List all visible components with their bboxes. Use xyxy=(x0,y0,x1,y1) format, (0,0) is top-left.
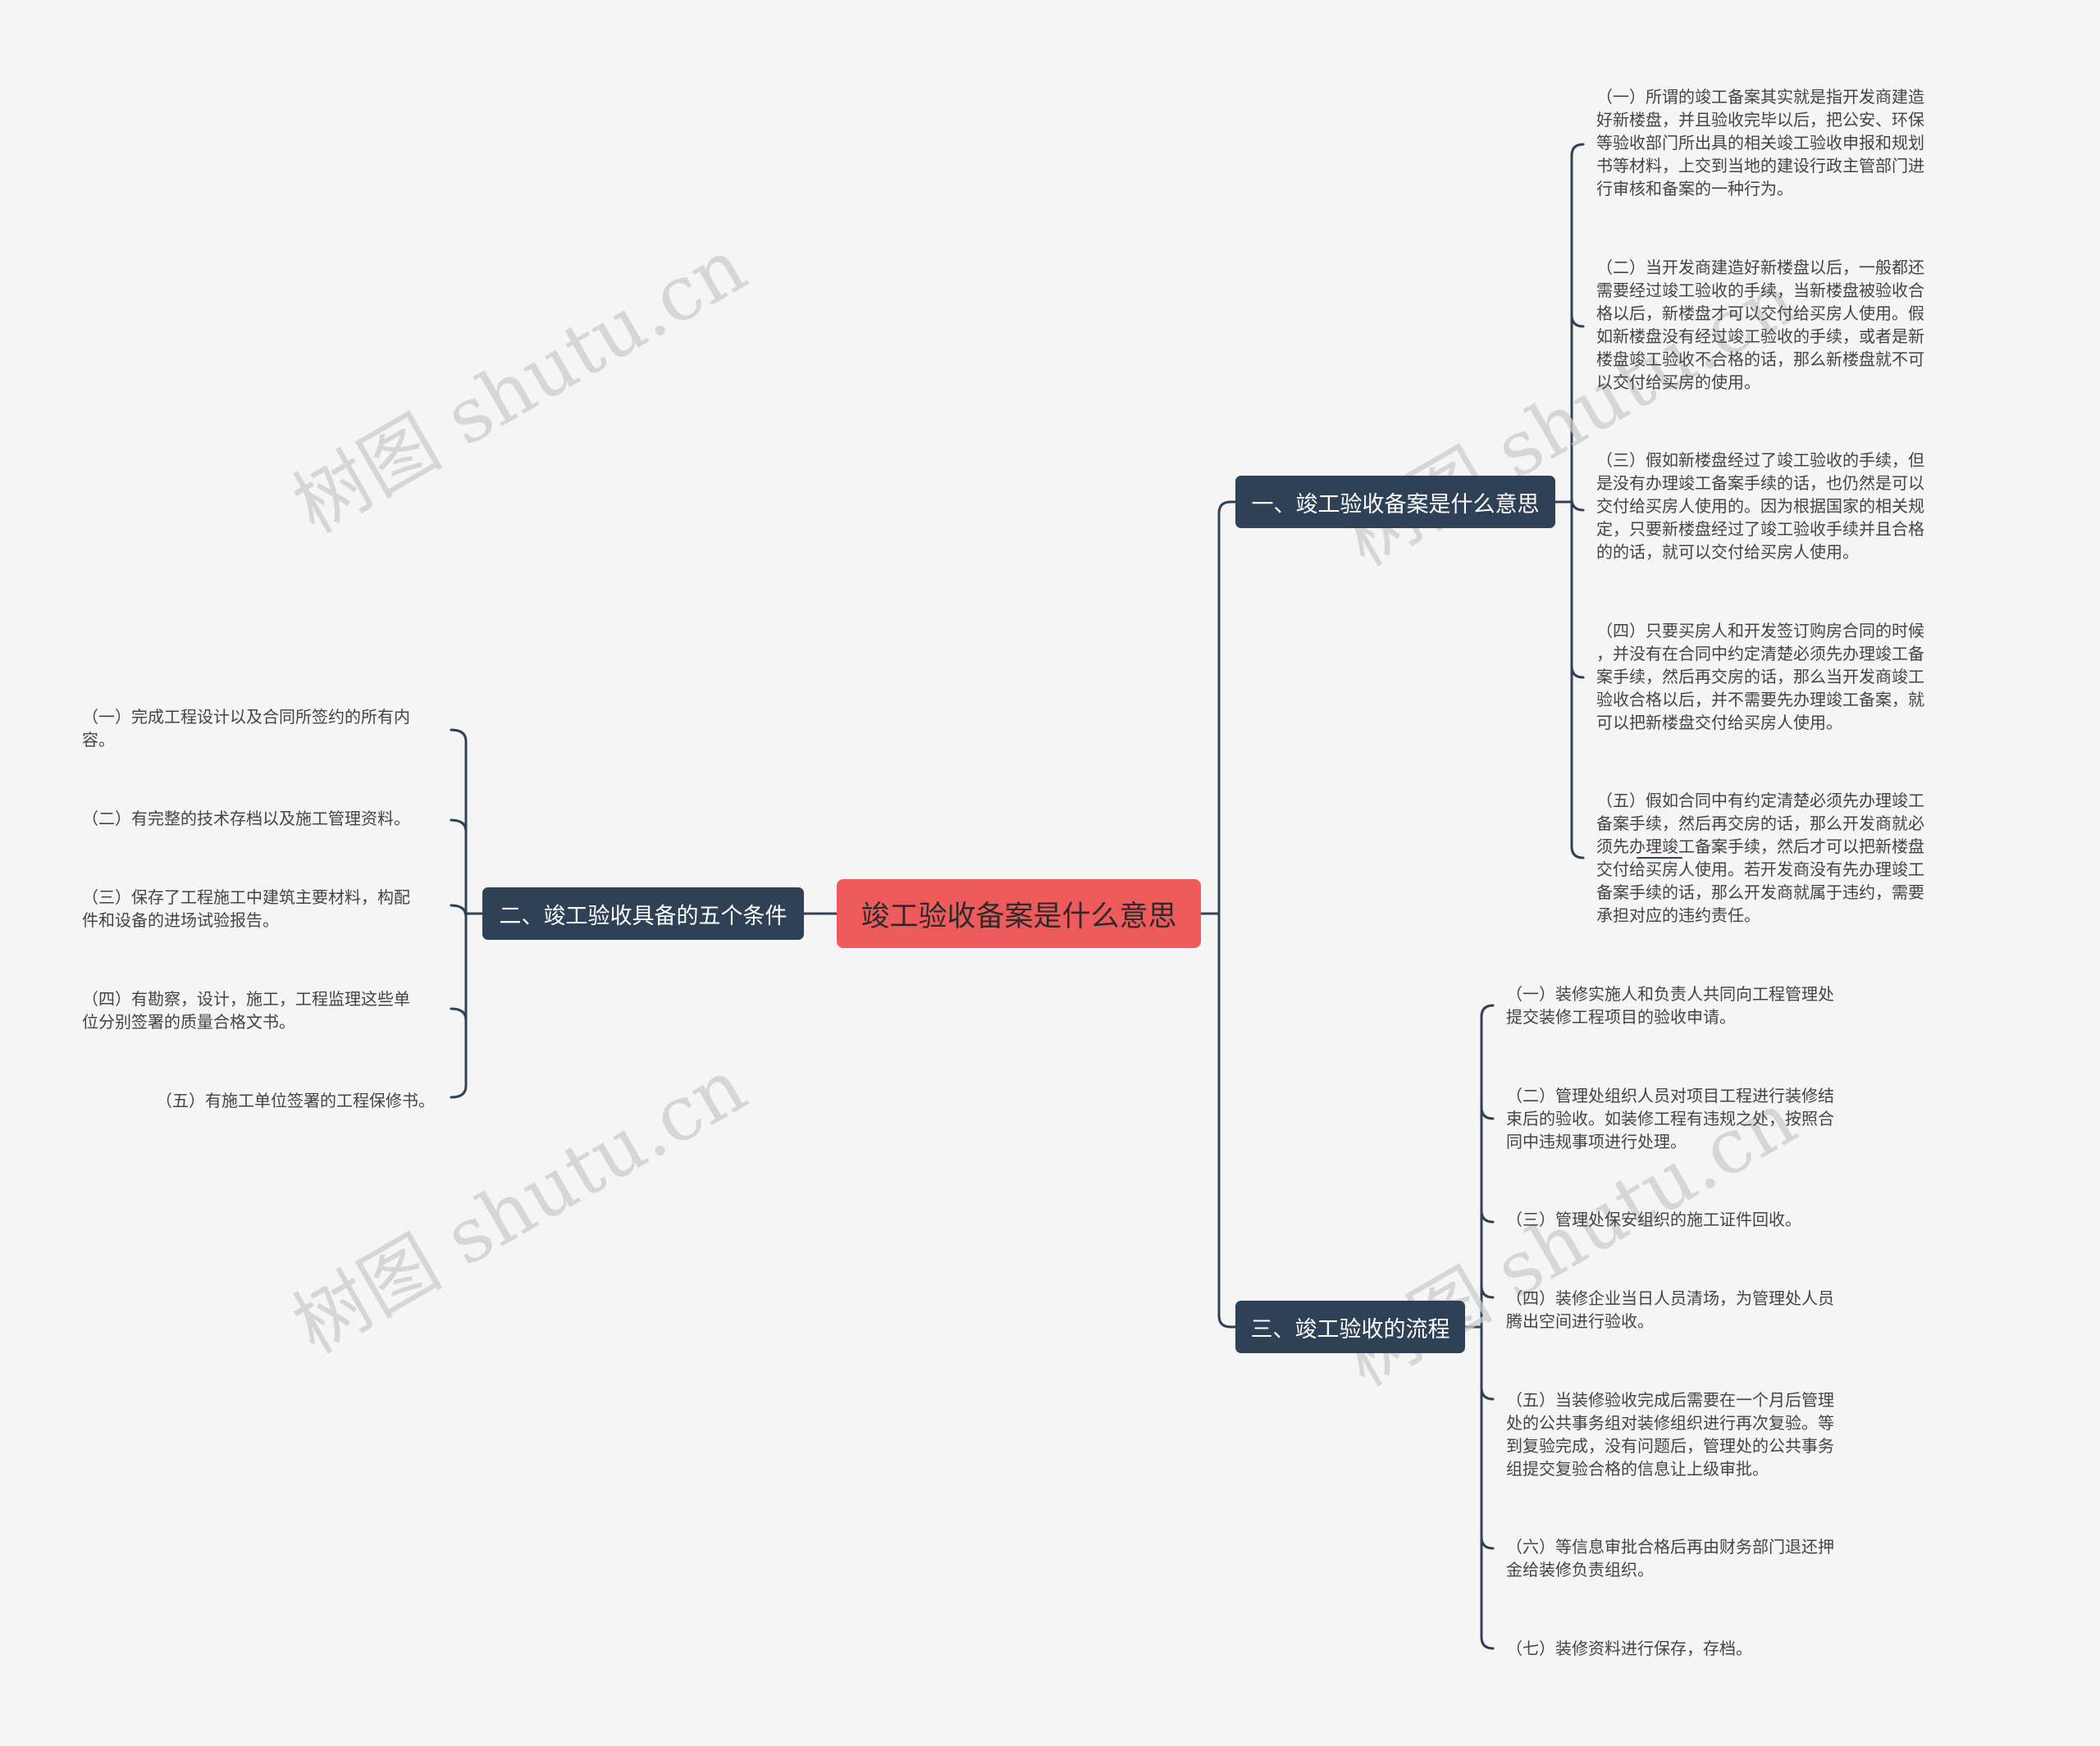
leaf-branch3-item[interactable]: （一）装修实施人和负责人共同向工程管理处 提交装修工程项目的验收申请。 xyxy=(1506,984,1834,1027)
connector-branch2-trunk xyxy=(450,728,468,1099)
branch-topic-1[interactable]: 一、竣工验收备案是什么意思 xyxy=(1235,476,1555,528)
leaf-branch3-item[interactable]: （六）等信息审批合格后再由财务部门退还押 金给装修负责组织。 xyxy=(1506,1537,1834,1580)
leaf-branch2-item[interactable]: （四）有勘察，设计，施工，工程监理这些单 位分别签署的质量合格文书。 xyxy=(82,989,410,1032)
connector-branch1-trunk xyxy=(1570,143,1585,859)
leaf-branch2-item[interactable]: （二）有完整的技术存档以及施工管理资料。 xyxy=(82,809,410,828)
connector-branch3-trunk xyxy=(1480,1004,1495,1650)
leaf-branch2-item[interactable]: （五）有施工单位签署的工程保修书。 xyxy=(156,1091,435,1110)
leaf-branch1-item[interactable]: （四）只要买房人和开发签订购房合同的时候 ，并没有在合同中约定清楚必须先办理竣工… xyxy=(1596,621,1924,732)
leaf-branch1-item[interactable]: （一）所谓的竣工备案其实就是指开发商建造 好新楼盘，并且验收完毕以后，把公安、环… xyxy=(1596,87,1924,198)
leaf-branch3-item[interactable]: （四）装修企业当日人员清场，为管理处人员 腾出空间进行验收。 xyxy=(1506,1288,1834,1331)
leaf-branch3-item[interactable]: （三）管理处保安组织的施工证件回收。 xyxy=(1506,1210,1801,1229)
leaf-branch1-item[interactable]: （三）假如新楼盘经过了竣工验收的手续，但 是没有办理竣工备案手续的话，也仍然是可… xyxy=(1596,450,1924,562)
leaf-branch2-item[interactable]: （一）完成工程设计以及合同所签约的所有内 容。 xyxy=(82,707,410,750)
leaf-branch3-item[interactable]: （七）装修资料进行保存，存档。 xyxy=(1506,1639,1752,1658)
root-topic[interactable]: 竣工验收备案是什么意思 xyxy=(837,879,1201,948)
leaf-branch2-item[interactable]: （三）保存了工程施工中建筑主要材料，构配 件和设备的进场试验报告。 xyxy=(82,887,410,930)
leaf-branch3-item[interactable]: （二）管理处组织人员对项目工程进行装修结 束后的验收。如装修工程有违规之处，按照… xyxy=(1506,1086,1834,1151)
branch-topic-3[interactable]: 三、竣工验收的流程 xyxy=(1235,1301,1465,1353)
leaf-branch1-item[interactable]: （二）当开发商建造好新楼盘以后，一般都还 需要经过竣工验收的手续，当新楼盘被验收… xyxy=(1596,258,1924,392)
leaf-branch1-item[interactable]: （五）假如合同中有约定清楚必须先办理竣工 备案手续，然后再交房的话，那么开发商就… xyxy=(1596,791,1924,925)
branch-topic-2[interactable]: 二、竣工验收具备的五个条件 xyxy=(482,887,804,940)
leaf-branch3-item[interactable]: （五）当装修验收完成后需要在一个月后管理 处的公共事务组对装修组织进行再次复验。… xyxy=(1506,1390,1834,1479)
connector-right-trunk xyxy=(1217,500,1232,1329)
